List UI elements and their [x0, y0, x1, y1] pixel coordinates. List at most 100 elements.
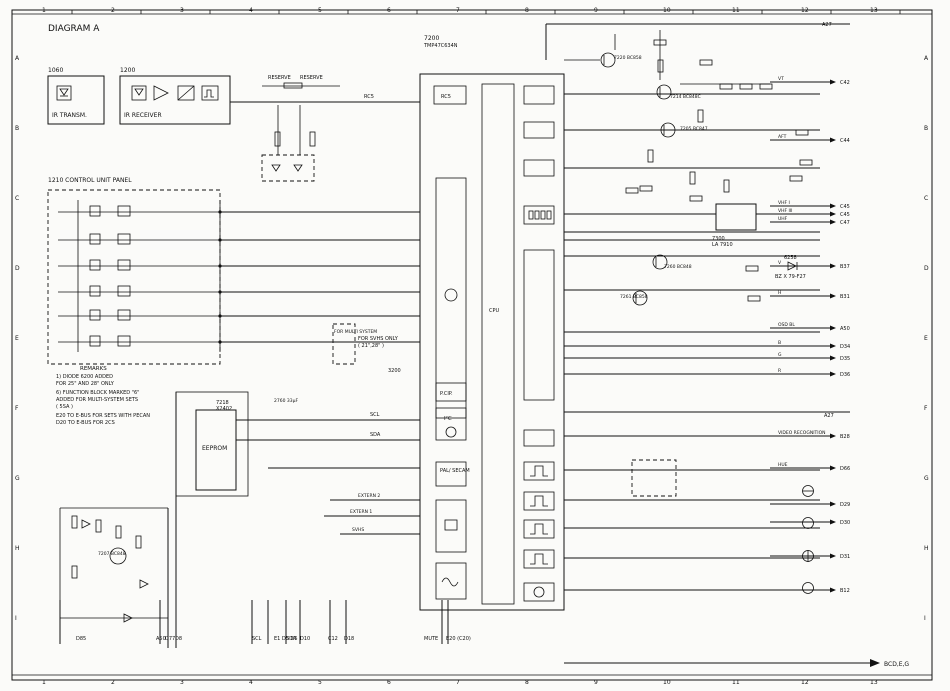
- connector-c45: C45: [840, 212, 850, 218]
- signal-label-11: VIDEO RECOGNITION: [778, 430, 826, 436]
- resistor-icon-11: [745, 265, 759, 272]
- signal-label-8: B: [778, 340, 781, 346]
- remarks-block: REMARKS 1) DIODE 6200 ADDED FOR 25" AND …: [56, 366, 150, 426]
- panel-key-icon-2: [117, 259, 131, 271]
- grid-col-top-1: 1: [42, 7, 46, 14]
- connector-arrow-icon: [830, 203, 836, 209]
- grid-row-right-F: F: [924, 405, 928, 412]
- ir-transmitter-label: IR TRANSM.: [52, 112, 87, 119]
- pin-label-rc5: RC5: [364, 94, 374, 100]
- signal-label-10: R: [778, 368, 781, 374]
- connector-top-label: A27: [822, 22, 832, 28]
- ir-amplifier-icon: [153, 85, 169, 101]
- transistor-icon-1: [656, 84, 672, 100]
- resistor-icon-6: [799, 159, 813, 166]
- bottom-label-9: D18: [344, 636, 354, 642]
- bottom-label-2: D77: [165, 636, 175, 642]
- brightness-icon: [802, 485, 814, 497]
- panel-key-icon-3: [117, 285, 131, 297]
- oscillator-sine-icon: [441, 577, 459, 587]
- panel-key-icon-5: [117, 335, 131, 347]
- transistor-t2-label: 7214 BC848C: [670, 94, 701, 100]
- grid-col-bottom-9: 9: [594, 679, 598, 686]
- connector-c47: C47: [840, 220, 850, 226]
- signal-label-4: UHF: [778, 216, 788, 222]
- ic-output-block-7: [523, 491, 555, 511]
- connector-arrow-icon: [830, 211, 836, 217]
- resistor-icon-10: [689, 195, 703, 202]
- remark-line-4: ADDED FOR MULTI-SYSTEM SETS: [56, 397, 138, 403]
- ir-pulse-icon: [201, 85, 219, 101]
- bottom-label-3: D8: [175, 636, 182, 642]
- panel-key-icon-0: [117, 205, 131, 217]
- grid-col-bottom-10: 10: [663, 679, 671, 686]
- reset-resistor-icon-1: [95, 519, 102, 533]
- zener-number: 6258: [784, 255, 797, 261]
- grid-col-top-7: 7: [456, 7, 460, 14]
- ic-output-block-6: [523, 461, 555, 481]
- grid-col-bottom-7: 7: [456, 679, 460, 686]
- ir-led-icon: [56, 85, 72, 101]
- remarks-title: REMARKS: [80, 366, 107, 372]
- grid-row-left-G: G: [15, 475, 20, 482]
- reset-resistor-icon-4: [135, 535, 142, 549]
- grid-col-bottom-3: 3: [180, 679, 184, 686]
- transistor-icon-4: [632, 290, 648, 306]
- grid-col-bottom-11: 11: [732, 679, 740, 686]
- ic-output-block-8: [523, 519, 555, 539]
- connector-b37: B37: [840, 264, 850, 270]
- control-panel-keys: [58, 200, 222, 352]
- pcip-label: P.CIP.: [440, 391, 453, 397]
- connector-arrow-icon: [830, 219, 836, 225]
- connector-arrow-icon: [830, 325, 836, 331]
- bottom-label-7: D10: [300, 636, 310, 642]
- connector-arrow-icon: [830, 355, 836, 361]
- connector-arrow-icon: [830, 465, 836, 471]
- resistor-vertical-icon-0: [657, 59, 664, 73]
- ir-diode-symbol: [59, 88, 69, 96]
- panel-key-icon-4: [117, 309, 131, 321]
- bottom-label-10: MUTE: [424, 636, 438, 642]
- signal-label-7: OSD BL: [778, 322, 795, 328]
- grid-row-right-A: A: [924, 55, 929, 62]
- grid-col-bottom-1: 1: [42, 679, 46, 686]
- signal-label-5: V: [778, 260, 782, 266]
- transistor-icon-2: [660, 122, 676, 138]
- svhs-size-note: ( 21",28" ): [358, 343, 384, 349]
- main-ic-number: 7200: [424, 35, 439, 42]
- grid-row-left-C: C: [15, 195, 19, 202]
- connector-d36: D36: [840, 372, 850, 378]
- signal-label-3: VHF III: [778, 208, 792, 214]
- resistor-icon-3: [759, 83, 773, 90]
- grid-row-right-D: D: [924, 265, 929, 272]
- grid-row-left-I: I: [15, 615, 17, 622]
- pal-secam-label: PAL/ SECAM: [440, 468, 470, 474]
- connector-b12: B12: [840, 588, 850, 594]
- grid-col-top-3: 3: [180, 7, 184, 14]
- transistor-icon-0: [600, 52, 616, 68]
- grid-row-right-E: E: [924, 335, 928, 342]
- power-icon: [802, 582, 814, 594]
- cpu-core-block: [481, 83, 515, 605]
- resistor-icon-2: [739, 83, 753, 90]
- bottom-label-5: E1 D3 D5: [274, 636, 298, 642]
- ic-output-block-4: [523, 249, 555, 401]
- grid-col-bottom-13: 13: [870, 679, 878, 686]
- pin-label-extern1: EXTERN 1: [350, 509, 372, 515]
- resistor-vertical-icon-3: [689, 171, 696, 185]
- multi-system-box: [332, 323, 356, 365]
- oscillator-block: [435, 562, 467, 600]
- grid-row-right-I: I: [924, 615, 926, 622]
- reserve-label-2: RESERVE: [300, 75, 323, 81]
- pin-label-sda: SDA: [370, 432, 381, 438]
- grid-col-top-10: 10: [663, 7, 671, 14]
- connector-d35: D35: [840, 356, 850, 362]
- ic-output-blocks: [523, 85, 820, 602]
- grid-col-top-6: 6: [387, 7, 391, 14]
- panel-key-switch-2: [89, 259, 101, 271]
- transistor-t4-label: 7260 BC848: [664, 264, 692, 270]
